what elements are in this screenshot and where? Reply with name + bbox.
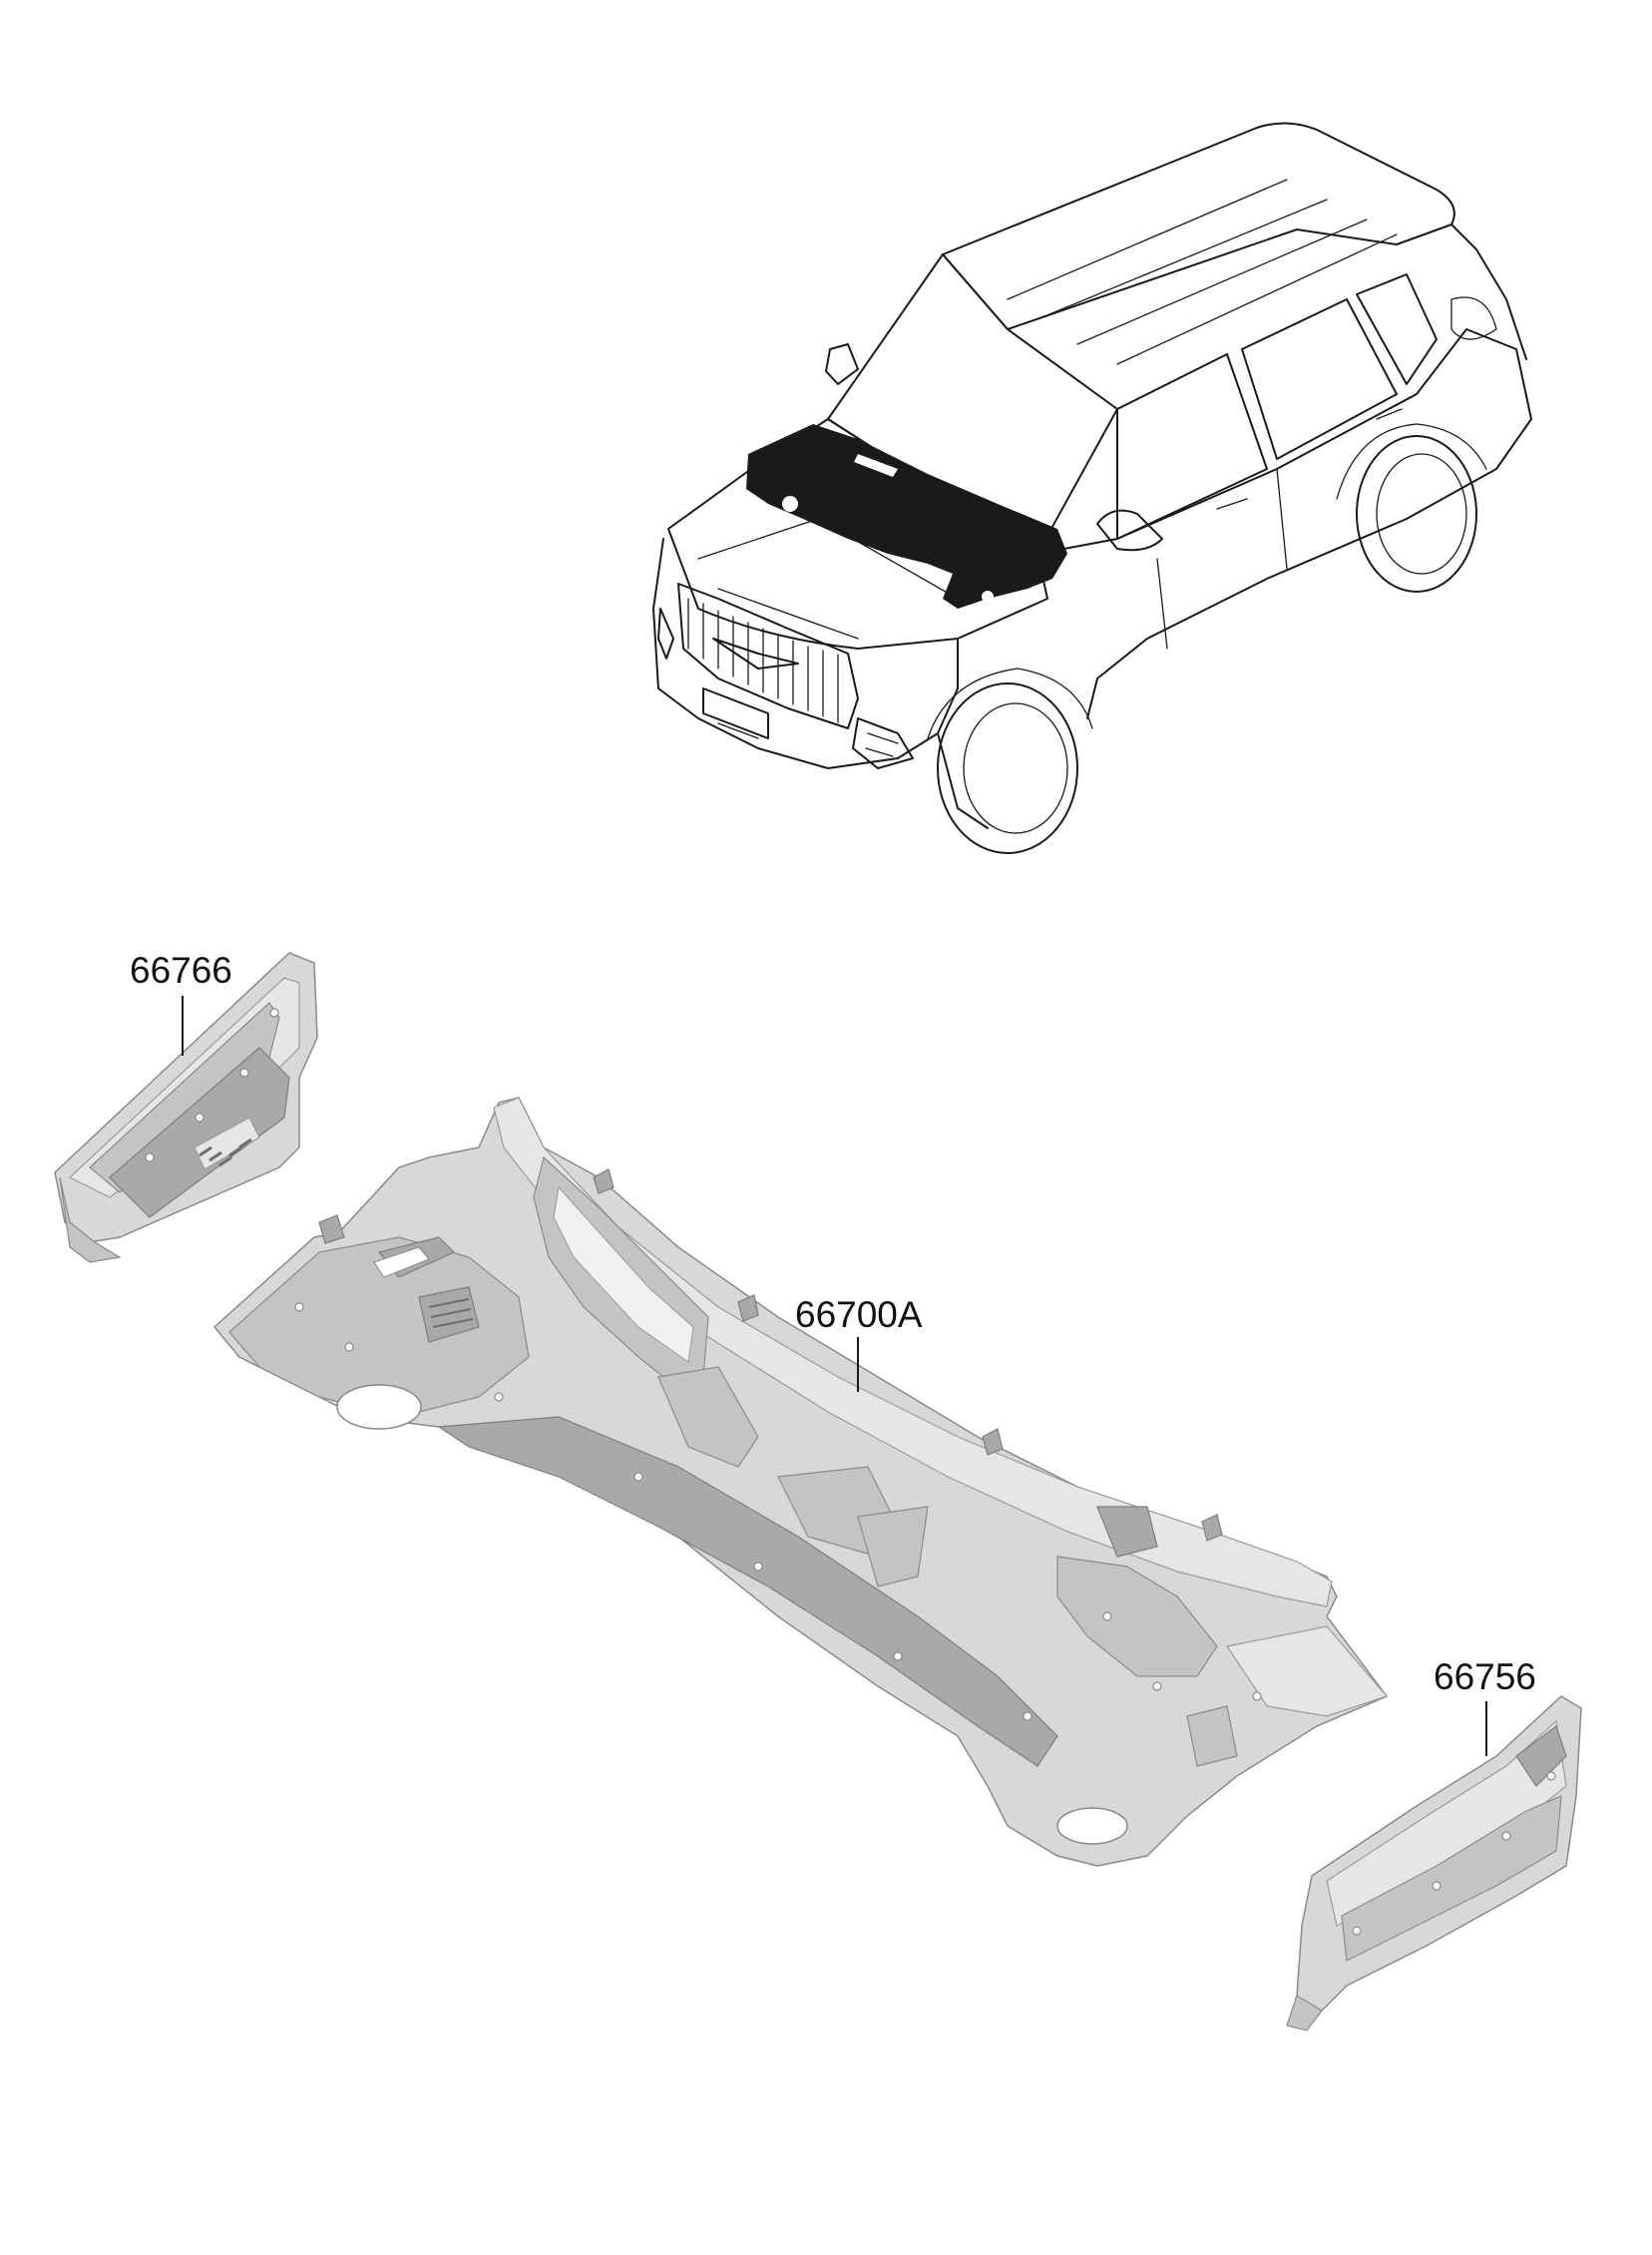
part-label-66756: 66756 [1434, 1656, 1536, 1697]
part-66766-panel [54, 952, 318, 1263]
part-label-66700a: 66700A [795, 1294, 923, 1335]
part-label-66766: 66766 [130, 950, 232, 991]
part-66700a-panel [212, 1097, 1389, 1867]
part-66756-panel [1286, 1695, 1582, 2031]
vehicle-illustration [652, 122, 1532, 854]
